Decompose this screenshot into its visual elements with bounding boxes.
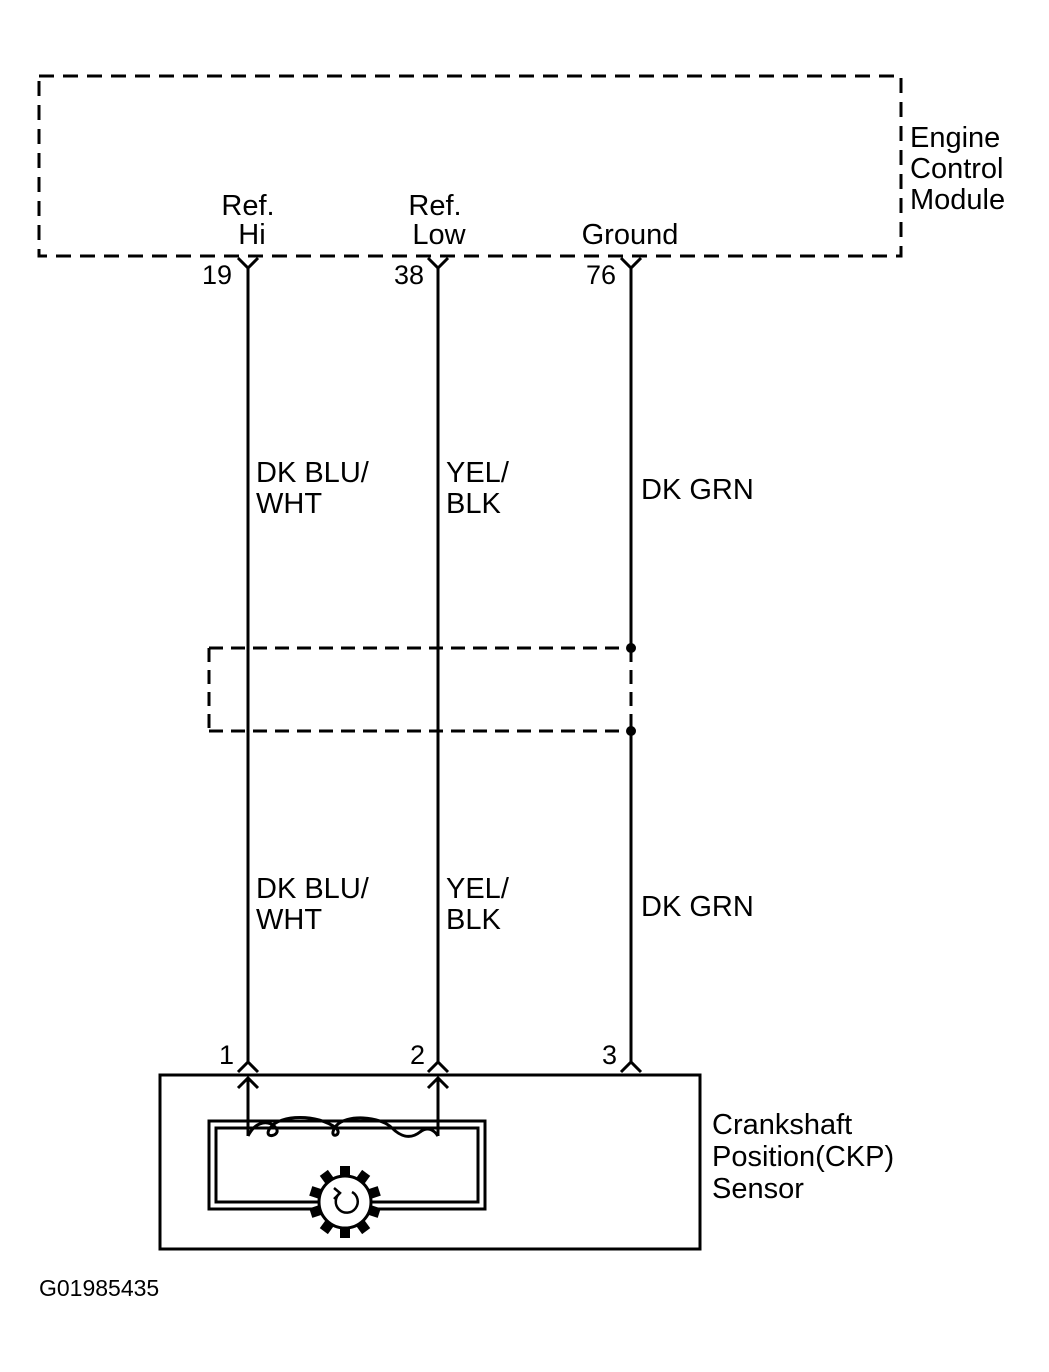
wire-color-label-ground-upper: DK GRN xyxy=(641,474,754,506)
wire-color-label-ref-hi-lower: DK BLU/ WHT xyxy=(256,873,377,936)
ecm-terminal-ref-hi-label: Ref. Hi xyxy=(221,190,282,251)
ecm-terminal-ref-low-label: Ref. Low xyxy=(408,190,469,251)
shield-junction-dot-bottom xyxy=(626,726,636,736)
ckp-sensor-label-line-1: Crankshaft xyxy=(712,1109,852,1141)
ecm-terminal-ground-label: Ground xyxy=(582,219,679,251)
sensor-connector-1 xyxy=(236,1059,260,1074)
sensor-pin-1: 1 xyxy=(219,1040,234,1070)
ecm-connector-19 xyxy=(236,256,260,271)
reluctor-tooth xyxy=(340,1166,350,1180)
rotation-arrow-icon xyxy=(334,1190,359,1214)
sensor-connector-3 xyxy=(619,1059,643,1074)
ecm-box xyxy=(37,74,903,258)
wire-color-label-ref-low-upper: YEL/ BLK xyxy=(446,457,517,520)
ckp-sensor-label-line-2: Position(CKP) xyxy=(712,1141,894,1173)
wire-color-label-ref-low-lower: YEL/ BLK xyxy=(446,873,517,936)
sensor-pin-2: 2 xyxy=(410,1040,425,1070)
ckp-sensor-label-line-3: Sensor xyxy=(712,1173,804,1205)
ecm-label-line-1: Engine xyxy=(910,122,1000,154)
ecm-pin-19: 19 xyxy=(202,260,232,290)
sensor-connector-2 xyxy=(426,1059,450,1074)
ckp-sensor-box xyxy=(158,1073,702,1251)
reluctor-tooth xyxy=(340,1224,350,1238)
ckp-sensor-label: Crankshaft Position(CKP) Sensor xyxy=(712,1109,902,1205)
ecm-label-line-3: Module xyxy=(910,184,1005,216)
lead-arrow-1-icon xyxy=(236,1075,260,1090)
ecm-connector-76 xyxy=(619,256,643,271)
wire-color-label-ref-hi-upper: DK BLU/ WHT xyxy=(256,457,377,520)
ecm-pin-76: 76 xyxy=(586,260,616,290)
lead-arrow-2-icon xyxy=(426,1075,450,1090)
sensor-connector-symbols xyxy=(236,1059,643,1074)
ecm-pin-38: 38 xyxy=(394,260,424,290)
wires xyxy=(246,268,633,1062)
ecm-connector-symbols xyxy=(236,256,643,271)
ecm-label-line-2: Control xyxy=(910,153,1004,185)
sensor-pin-3: 3 xyxy=(602,1040,617,1070)
shield-dashed-box xyxy=(207,646,633,733)
shield-junction-dot-top xyxy=(626,643,636,653)
ecm-connector-38 xyxy=(426,256,450,271)
reluctor-wheel-icon xyxy=(309,1166,381,1238)
figure-id: G01985435 xyxy=(39,1275,159,1301)
wire-color-label-ground-lower: DK GRN xyxy=(641,891,754,923)
ecm-label: Engine Control Module xyxy=(910,122,1012,216)
